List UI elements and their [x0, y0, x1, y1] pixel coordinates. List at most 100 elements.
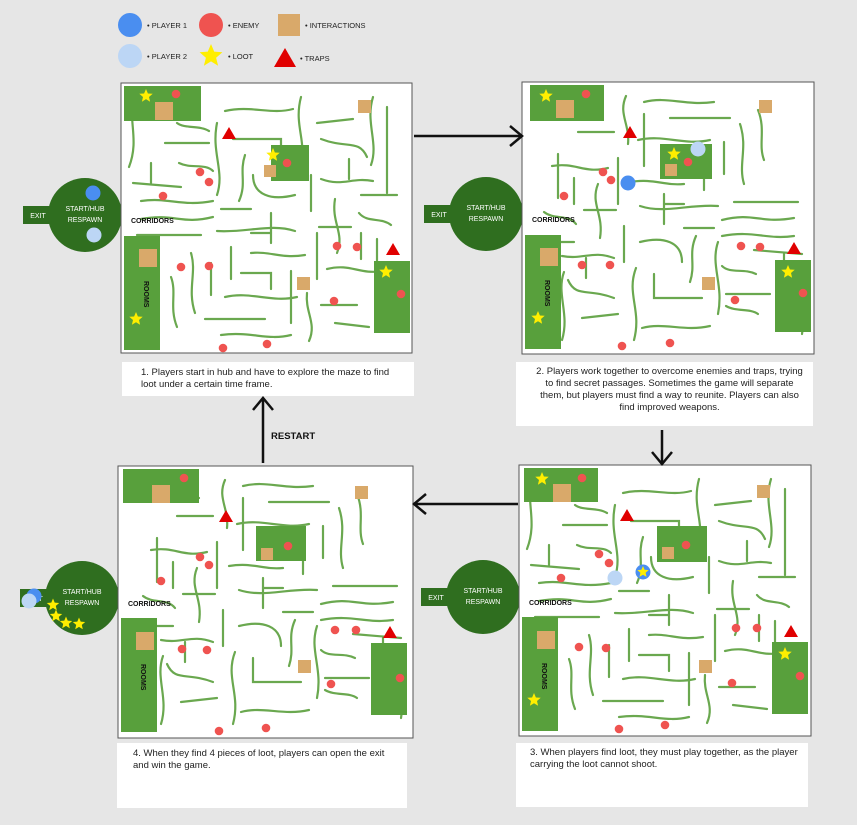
- maze-wall: [241, 482, 315, 489]
- enemy-icon: [617, 341, 627, 351]
- maze-wall: [319, 600, 395, 606]
- interaction-icon: [556, 100, 574, 118]
- legend-item-loot: • LOOT: [199, 44, 254, 66]
- maze-wall: [230, 650, 237, 726]
- enemy-icon: [330, 625, 340, 635]
- interaction-icon: [702, 277, 715, 290]
- loot-star-icon: [59, 616, 73, 629]
- maze-wall: [221, 478, 229, 530]
- maze-wall: [560, 270, 566, 342]
- loot-star-icon: [778, 647, 792, 660]
- maze-wall: [165, 662, 215, 684]
- rooms-label: ROOMS: [543, 280, 550, 307]
- maze-wall: [333, 321, 371, 329]
- maze-wall: [638, 204, 720, 211]
- hub-circle: [446, 560, 520, 634]
- rooms-label: ROOMS: [540, 663, 547, 690]
- enemy-icon: [329, 296, 339, 306]
- maze-wall: [313, 624, 320, 700]
- loot-star-icon: [46, 598, 60, 611]
- flow-arrows: RESTART: [252, 125, 673, 515]
- maze-wall: [251, 656, 303, 684]
- maze-wall: [622, 94, 630, 146]
- maze-wall: [647, 633, 705, 640]
- exit-door: [424, 205, 454, 223]
- maze-board: [521, 81, 815, 355]
- corridors-label: CORRIDORS: [131, 218, 174, 225]
- legend-item-interaction: • INTERACTIONS: [278, 14, 366, 36]
- enemy-icon: [283, 541, 293, 551]
- maze-wall: [249, 251, 307, 258]
- maze-wall: [141, 594, 177, 610]
- arrow-step1-to-step2: [414, 125, 524, 147]
- maze-wall: [688, 234, 698, 284]
- player1-icon: [85, 185, 101, 201]
- caption-step-3: 3. When players find loot, they must pla…: [516, 743, 808, 807]
- maze-wall: [237, 622, 283, 648]
- enemy-icon: [577, 260, 587, 270]
- player1-icon: [620, 175, 636, 191]
- maze-wall: [560, 253, 616, 260]
- enemy-icon: [556, 573, 566, 583]
- enemy-icon: [171, 89, 181, 99]
- maze-wall: [337, 506, 345, 570]
- maze-wall: [573, 503, 609, 515]
- maze-wall: [756, 108, 766, 162]
- interaction-icon: [152, 485, 170, 503]
- respawn-label: RESPAWN: [68, 217, 103, 224]
- enemy-icon: [736, 241, 746, 251]
- maze-wall: [237, 153, 247, 203]
- enemy-icon: [559, 191, 569, 201]
- interaction-icon: [665, 164, 677, 176]
- maze-wall: [617, 714, 691, 721]
- maze-wall: [223, 107, 295, 113]
- rooms-label: ROOMS: [142, 281, 149, 308]
- legend-item-player1: • PLAYER 1: [118, 13, 187, 37]
- maze-wall: [566, 278, 616, 300]
- interaction-icon: [537, 631, 555, 649]
- maze-wall: [628, 179, 686, 186]
- maze-wall: [714, 240, 721, 316]
- enemy-icon: [727, 678, 737, 688]
- enemy-icon: [177, 644, 187, 654]
- maze-wall: [177, 161, 215, 173]
- maze-wall: [738, 122, 746, 186]
- caption-step-2: 2. Players work together to overcome ene…: [516, 362, 813, 426]
- enemy-icon: [176, 262, 186, 272]
- maze-wall: [731, 703, 769, 711]
- maze-wall: [251, 173, 297, 199]
- enemy-icon: [683, 157, 693, 167]
- arrow-step2-to-step3: [651, 430, 673, 466]
- enemy-icon: [731, 623, 741, 633]
- loot-star-icon: [527, 693, 541, 706]
- maze-wall: [649, 555, 695, 581]
- maze-wall: [319, 137, 369, 159]
- maze-wall: [169, 275, 179, 329]
- maze-wall: [319, 648, 357, 660]
- interaction-icon: [759, 100, 772, 113]
- maze-wall: [537, 597, 613, 603]
- player2-icon: [690, 141, 706, 157]
- loot-star-icon: [266, 148, 280, 161]
- enemy-icon: [332, 241, 342, 251]
- player2-icon: [607, 570, 623, 586]
- enemy-icon: [577, 473, 587, 483]
- enemy-icon: [156, 576, 166, 586]
- corridors-label: CORRIDORS: [532, 217, 575, 224]
- legend-item-enemy: • ENEMY: [199, 13, 259, 37]
- maze-wall: [227, 563, 285, 570]
- maze-wall: [642, 98, 716, 105]
- exit-door: [23, 206, 53, 224]
- enemy-icon: [326, 679, 336, 689]
- maze-wall: [621, 489, 693, 495]
- hub-label: START/HUB: [62, 589, 101, 596]
- legend-item-trap: • TRAPS: [274, 48, 330, 67]
- enemy-icon: [681, 540, 691, 550]
- enemy-icon: [606, 175, 616, 185]
- maze-wall: [717, 559, 773, 566]
- enemy-icon: [605, 260, 615, 270]
